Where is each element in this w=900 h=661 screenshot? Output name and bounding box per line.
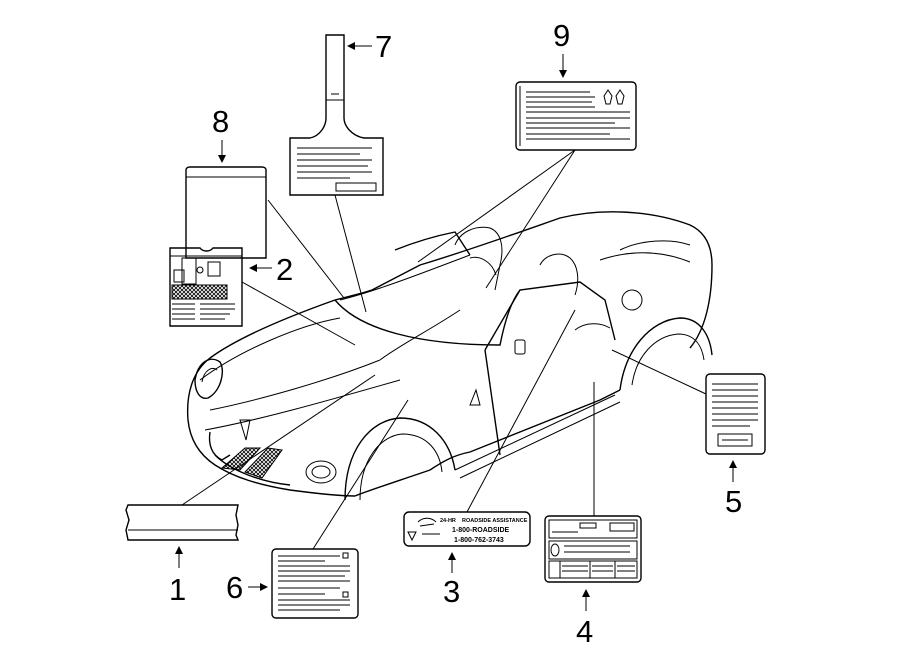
label-1-strip <box>125 374 376 568</box>
convertible-car-illustration <box>186 211 713 501</box>
label-8-sticker <box>185 140 345 299</box>
callout-9: 9 <box>553 18 570 53</box>
leader-line-5 <box>611 349 707 395</box>
callout-1: 1 <box>169 572 186 607</box>
leader-line-7 <box>334 194 367 313</box>
label-7-hang-tag <box>289 34 384 313</box>
roadside-phone-words: 1-800-ROADSIDE <box>452 527 510 534</box>
callout-5: 5 <box>725 484 742 519</box>
callout-3: 3 <box>443 574 460 609</box>
leader-line-3 <box>466 309 576 513</box>
callout-7: 7 <box>375 29 392 64</box>
label-5-info-label <box>611 349 766 482</box>
roadside-line1b: ROADSIDE ASSISTANCE <box>462 518 528 524</box>
leader-line-6 <box>312 399 409 550</box>
leader-line-2 <box>241 281 356 346</box>
label-6-info-label <box>248 399 409 619</box>
leader-line-9a <box>417 149 576 263</box>
roadside-line1: 24-HR <box>440 518 456 524</box>
leader-line-8 <box>267 199 345 299</box>
label-9-airbag-warning <box>417 54 637 289</box>
roadside-phone-digits: 1-800-762-3743 <box>454 537 504 544</box>
leader-line-9b <box>485 149 576 289</box>
callout-4: 4 <box>576 614 593 649</box>
label-4-tire-placard <box>544 382 642 611</box>
leader-line-1 <box>181 374 376 506</box>
label-3-roadside-assistance: 24-HR ROADSIDE ASSISTANCE 1-800-ROADSIDE… <box>403 309 576 573</box>
callout-6: 6 <box>226 570 243 605</box>
callout-2: 2 <box>276 252 293 287</box>
label-2-emission-sticker <box>169 247 356 346</box>
callout-8: 8 <box>212 104 229 139</box>
